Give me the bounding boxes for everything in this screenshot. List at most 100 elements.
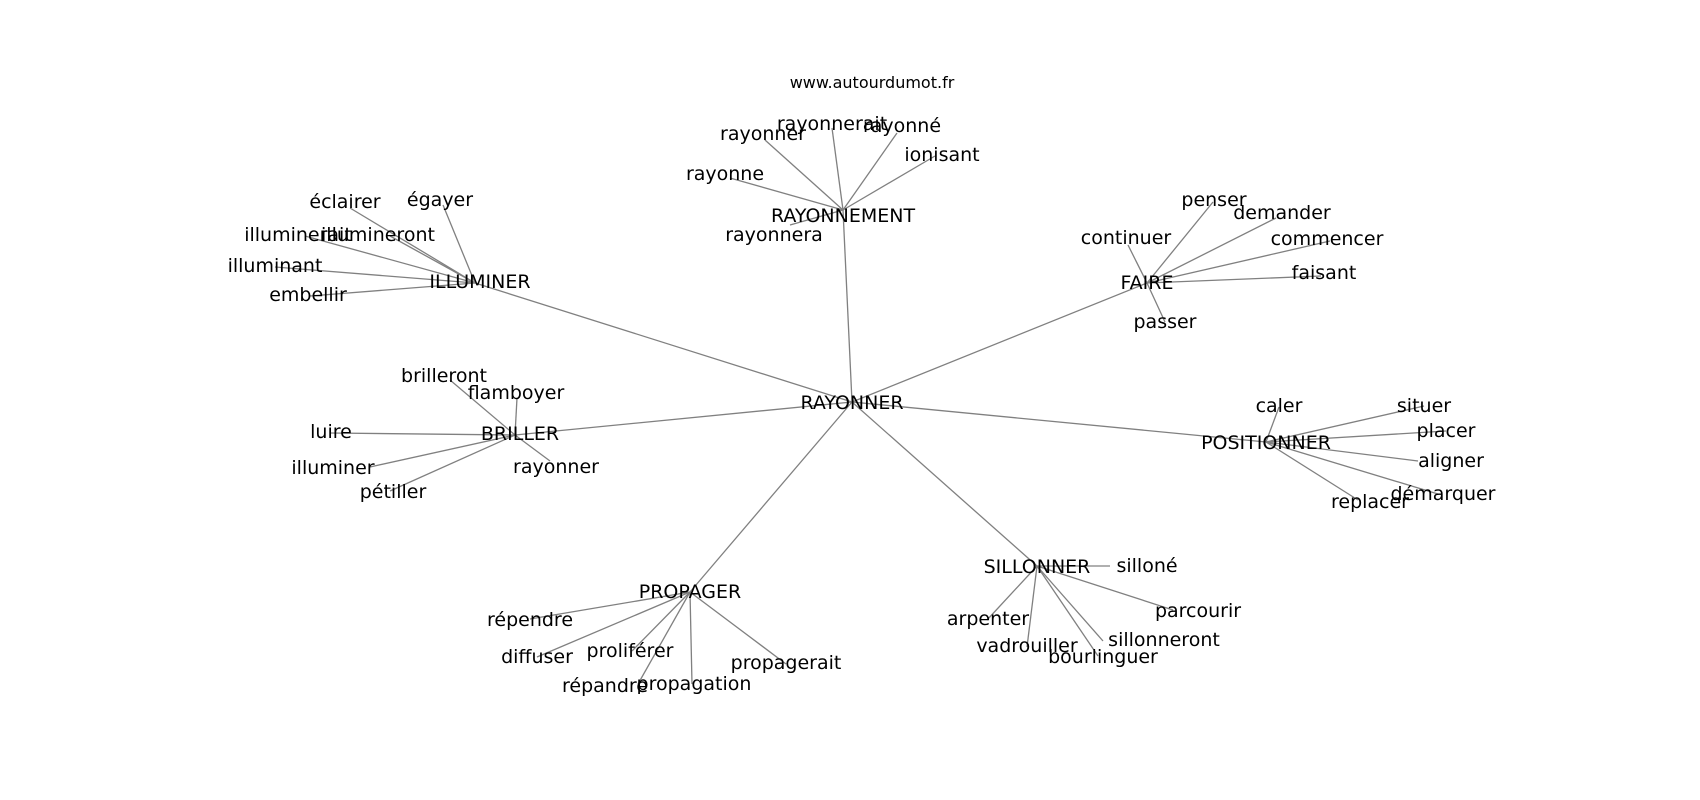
edge-hub-to-word [389,235,476,284]
word-node[interactable]: bourlinguer [1048,646,1158,668]
word-node[interactable]: replacer [1331,491,1409,513]
word-node[interactable]: brilleront [401,365,487,387]
word-node[interactable]: faisant [1292,262,1357,284]
hub-node[interactable]: RAYONNEMENT [771,205,916,227]
word-node[interactable]: placer [1417,420,1476,442]
edge-hub-to-word [449,379,516,436]
edge-hub-to-word [329,432,516,436]
edge-hub-to-word [986,565,1038,621]
edge-hub-to-word [764,139,844,211]
edge-hub-to-word [1036,565,1104,642]
word-node[interactable]: rayonnerait [777,113,887,135]
word-node[interactable]: aligner [1418,450,1484,472]
edge-hub-to-word [1036,565,1174,611]
edge-center-to-hub [842,209,853,403]
edge-hub-to-word [729,177,844,211]
word-node[interactable]: répendre [487,609,573,631]
edge-hub-to-word [1036,565,1099,657]
word-node[interactable]: éclairer [309,191,380,213]
word-node[interactable]: rayonner [720,123,806,145]
word-node[interactable]: pétiller [360,481,427,503]
edge-hub-to-word [689,591,693,685]
edge-hub-to-word [369,434,516,468]
edge-hub-to-word [637,591,691,685]
edge-hub-to-word [1146,282,1166,323]
word-node[interactable]: rayonner [513,456,599,478]
edge-hub-to-word [1146,275,1322,284]
hub-node[interactable]: PROPAGER [639,581,741,603]
word-node[interactable]: rayonné [863,115,941,137]
word-node[interactable]: vadrouiller [976,635,1078,657]
hub-node[interactable]: BRILLER [481,423,559,445]
edge-hub-to-word [842,155,936,211]
word-node[interactable]: silloné [1116,555,1177,577]
edge-hub-to-word [1265,405,1425,443]
center-node[interactable]: RAYONNER [800,392,903,414]
word-node[interactable]: répandre [562,675,648,697]
word-node[interactable]: proliférer [587,640,674,662]
edge-hub-to-word [1146,240,1331,284]
edge-center-to-hub [474,282,853,403]
word-node[interactable]: penser [1181,189,1246,211]
edge-hub-to-word [789,209,844,226]
edge-hub-to-word [274,266,476,284]
word-node[interactable]: parcourir [1155,600,1241,622]
edge-hub-to-word [309,282,476,297]
edge-hub-to-word [349,207,476,284]
edge-hub-to-word [514,397,518,436]
word-node[interactable]: propagation [637,673,752,695]
edge-hub-to-word [1265,441,1419,462]
word-node[interactable]: demander [1233,202,1331,224]
edge-hub-to-word [536,591,691,658]
graph-edges [274,127,1447,685]
edge-hub-to-word [1265,406,1280,443]
edge-hub-to-word [304,235,476,284]
edge-center-to-hub [851,401,1038,567]
word-node[interactable]: illumineront [321,224,435,246]
word-node[interactable]: rayonnera [725,224,823,246]
word-node[interactable]: démarquer [1391,483,1496,505]
word-node[interactable]: illuminer [291,457,374,479]
edge-center-to-hub [851,282,1148,403]
edge-hub-to-word [1127,244,1148,284]
word-node[interactable]: rayonne [686,163,764,185]
edge-hub-to-word [1146,217,1277,284]
word-node[interactable]: diffuser [501,646,573,668]
word-node[interactable]: situer [1397,395,1451,417]
word-node[interactable]: propagerait [731,652,842,674]
edge-hub-to-word [1265,441,1439,495]
hub-node[interactable]: FAIRE [1121,272,1174,294]
edge-hub-to-word [1026,565,1038,648]
word-node[interactable]: ionisant [904,144,979,166]
edge-hub-to-word [389,434,516,492]
word-node[interactable]: passer [1133,311,1196,333]
word-node[interactable]: luire [310,421,352,443]
edge-hub-to-word [689,591,787,665]
word-node[interactable]: continuer [1081,227,1172,249]
edge-hub-to-word [1265,441,1359,501]
word-node[interactable]: illuminerait [244,224,352,246]
word-node[interactable]: sillonneront [1108,629,1220,651]
word-node[interactable]: caler [1256,395,1303,417]
hub-node[interactable]: SILLONNER [984,556,1091,578]
edge-hub-to-word [514,434,551,462]
edge-hub-to-word [529,591,691,620]
edge-hub-to-word [831,127,844,211]
edge-hub-to-word [1265,430,1447,443]
edge-center-to-hub [689,401,853,593]
word-node[interactable]: illuminant [228,255,323,277]
edge-hub-to-word [842,132,898,211]
word-node[interactable]: arpenter [947,608,1029,630]
word-node[interactable]: flamboyer [468,382,565,404]
word-node[interactable]: embellir [269,284,347,306]
edge-center-to-hub [851,401,1267,443]
edge-hub-to-word [631,591,691,652]
hub-node[interactable]: POSITIONNER [1201,432,1331,454]
word-node[interactable]: égayer [407,189,473,211]
word-node[interactable]: commencer [1271,228,1384,250]
edge-hub-to-word [1146,201,1214,284]
hub-node[interactable]: ILLUMINER [429,271,530,293]
source-caption: www.autourdumot.fr [790,73,955,92]
